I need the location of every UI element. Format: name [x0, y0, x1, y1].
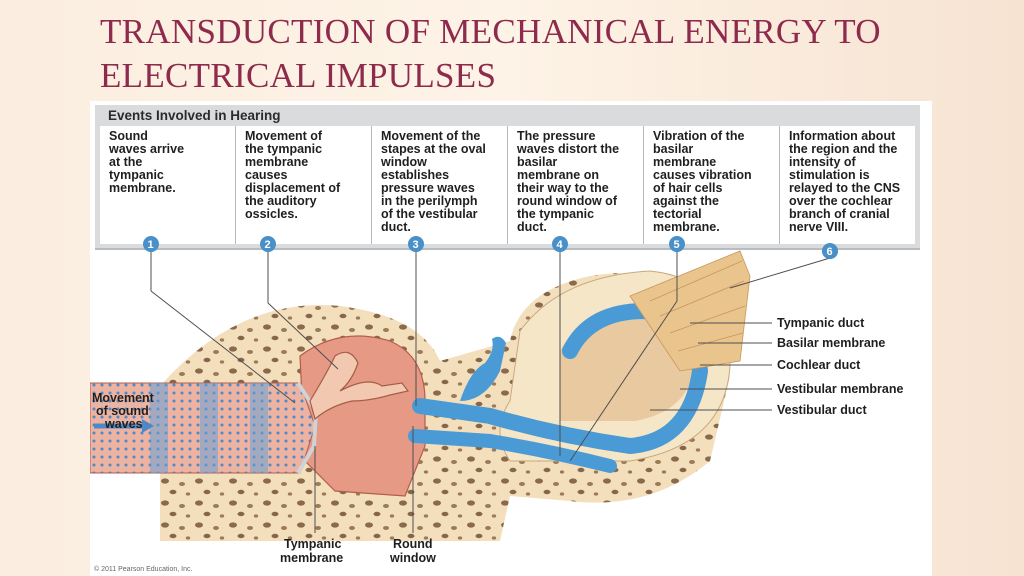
copyright-notice: © 2011 Pearson Education, Inc. [94, 566, 193, 573]
event-step-3: Movement of the stapes at the oval windo… [372, 126, 508, 244]
tympanic-membrane-shape [296, 381, 319, 475]
events-grid: Sound waves arrive at the tympanic membr… [100, 126, 915, 244]
event-step-4: The pressure waves distort the basilar m… [508, 126, 644, 244]
label-movement-2: of sound [96, 404, 149, 418]
duct-spiral [412, 302, 709, 455]
label-tympanic-duct: Tympanic duct [777, 316, 865, 330]
slide-title: TRANSDUCTION OF MECHANICAL ENERGY TO ELE… [100, 12, 881, 95]
events-header: Events Involved in Hearing [108, 108, 281, 123]
events-panel: Events Involved in Hearing Sound waves a… [95, 105, 920, 250]
nerve-fibers [649, 260, 746, 352]
hearing-figure: Movement of sound waves Tympanic duct Ba… [90, 101, 932, 576]
label-tympanic-membrane-2: membrane [280, 551, 343, 565]
label-cochlear-duct: Cochlear duct [777, 358, 861, 372]
event-step-2: Movement of the tympanic membrane causes… [236, 126, 372, 244]
label-round-window-1: Round [393, 537, 433, 551]
label-basilar-membrane: Basilar membrane [777, 336, 885, 350]
label-vestibular-duct: Vestibular duct [777, 403, 867, 417]
label-round-window-2: window [389, 551, 436, 565]
label-tympanic-membrane-1: Tympanic [284, 537, 341, 551]
duct-lower [408, 429, 617, 473]
event-step-5: Vibration of the basilar membrane causes… [644, 126, 780, 244]
event-step-1: Sound waves arrive at the tympanic membr… [100, 126, 236, 244]
vestibule [460, 336, 506, 401]
cochlear-nerve [629, 250, 751, 372]
label-vestibular-membrane: Vestibular membrane [777, 382, 903, 396]
sound-wave-bands [150, 383, 268, 473]
label-movement-1: Movement [92, 391, 155, 405]
event-step-6: Information about the region and the int… [789, 129, 901, 234]
label-movement-3: waves [104, 417, 143, 431]
ear-anatomy-illustration: Movement of sound waves Tympanic duct Ba… [90, 236, 903, 565]
ossicles [309, 351, 410, 421]
